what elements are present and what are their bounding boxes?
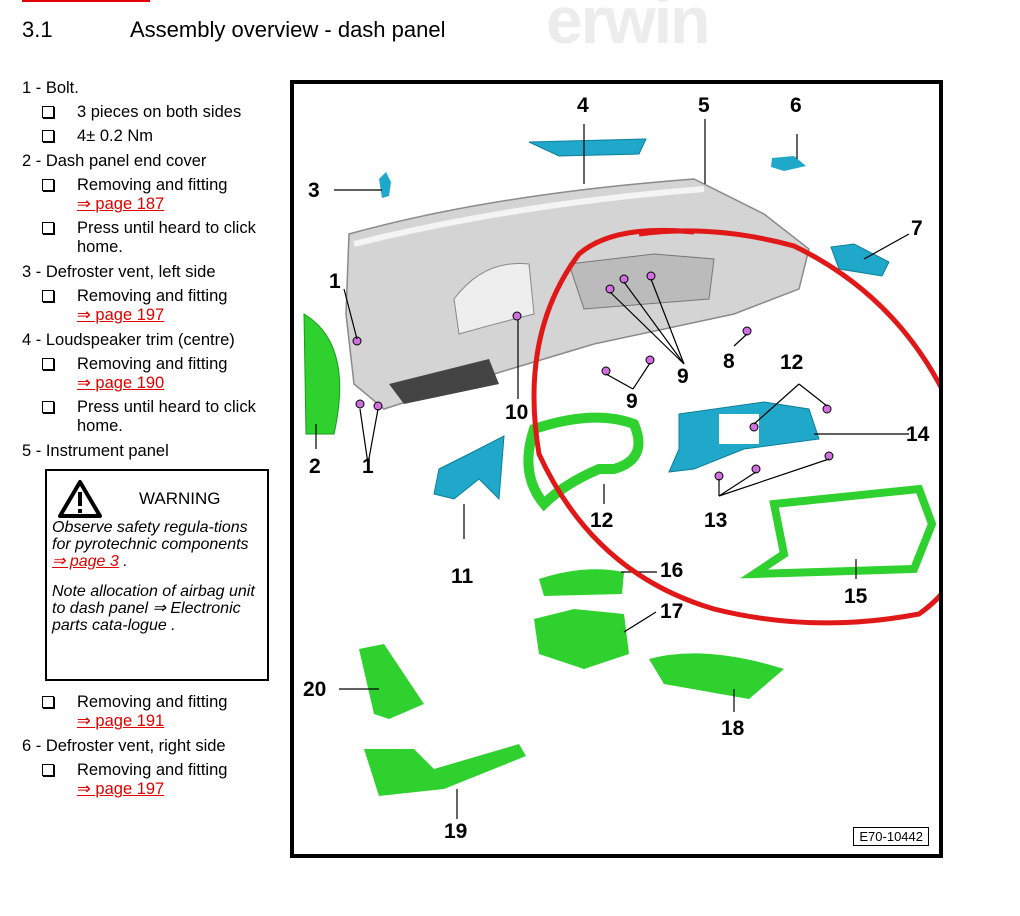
checkbox-icon xyxy=(42,179,54,191)
callout-3: 3 xyxy=(308,179,320,202)
figure-id: E70-10442 xyxy=(853,827,929,846)
section-title: Assembly overview - dash panel xyxy=(130,17,446,42)
bolt-icon xyxy=(749,422,759,432)
warning-box: WARNING Observe safety regula-tions for … xyxy=(45,469,269,681)
page-link-190[interactable]: ⇒ page 190 xyxy=(77,374,165,392)
checkbox-icon xyxy=(42,696,54,708)
bolt-icon xyxy=(646,271,656,281)
callout-1-upper: 1 xyxy=(329,270,341,293)
section-number: 3.1 xyxy=(22,17,53,42)
bolt-icon xyxy=(605,284,615,294)
checkbox-icon xyxy=(42,401,54,413)
vent-right-part xyxy=(830,243,890,277)
part-item-6: 6 - Defroster vent, right side Removing … xyxy=(22,737,287,799)
previous-page-link[interactable] xyxy=(22,0,150,2)
checkbox-icon xyxy=(42,222,54,234)
callout-17: 17 xyxy=(660,600,684,623)
part-item-4: 4 - Loudspeaker trim (centre) Removing a… xyxy=(22,331,287,436)
page-link-197[interactable]: ⇒ page 197 xyxy=(77,306,165,324)
bolt-icon xyxy=(512,311,522,321)
callout-11: 11 xyxy=(451,565,474,588)
warning-text: Observe safety regula-tions for pyrotech… xyxy=(52,519,255,634)
callout-14: 14 xyxy=(906,423,930,446)
bolt-icon xyxy=(742,326,752,336)
footwell-trim-long-part xyxy=(364,744,526,796)
page-link-3[interactable]: ⇒ page 3 xyxy=(52,553,119,570)
steering-column-lower-trim xyxy=(534,609,629,669)
callout-12-upper: 12 xyxy=(780,351,804,374)
part-item-3: 3 - Defroster vent, left side Removing a… xyxy=(22,263,287,325)
bolt-icon xyxy=(601,366,611,376)
bolt-icon xyxy=(822,404,832,414)
bolt-icon xyxy=(714,471,724,481)
callout-2: 2 xyxy=(309,455,321,478)
vent-left-part xyxy=(433,435,505,501)
callout-12-lower: 12 xyxy=(590,509,614,532)
bolt-icon xyxy=(619,274,629,284)
callout-20: 20 xyxy=(303,678,327,701)
dash-panel-body xyxy=(345,178,810,410)
checkbox-icon xyxy=(42,130,54,142)
checkbox-icon xyxy=(42,764,54,776)
end-cover-part xyxy=(303,313,341,435)
callout-1-lower: 1 xyxy=(362,455,374,478)
page-link-187[interactable]: ⇒ page 187 xyxy=(77,195,165,213)
callout-8: 8 xyxy=(723,350,735,373)
instrument-cluster-trim-part xyxy=(523,412,644,512)
defroster-vent-left-part xyxy=(379,172,391,198)
centre-console-opening xyxy=(568,253,715,310)
red-annotation-circle xyxy=(531,227,939,626)
callout-19: 19 xyxy=(444,820,468,843)
callout-16: 16 xyxy=(660,559,684,582)
callout-9-upper: 9 xyxy=(677,365,689,388)
checkbox-icon xyxy=(42,358,54,370)
defroster-vent-right-part xyxy=(771,156,806,171)
page-link-197[interactable]: ⇒ page 197 xyxy=(77,780,165,798)
bolt-icon xyxy=(373,401,383,411)
steering-column-upper-trim xyxy=(539,569,624,596)
callout-15: 15 xyxy=(844,585,868,608)
page-link-191[interactable]: ⇒ page 191 xyxy=(77,712,165,730)
callout-4: 4 xyxy=(577,94,589,117)
callout-10: 10 xyxy=(505,401,529,424)
callout-7: 7 xyxy=(911,217,923,240)
checkbox-icon xyxy=(42,106,54,118)
watermark-logo: erwin xyxy=(546,0,710,57)
bolt-icon xyxy=(355,399,365,409)
knee-bolster-part xyxy=(649,653,784,699)
diagram-drawing xyxy=(303,119,939,819)
callout-13: 13 xyxy=(704,509,728,532)
bolt-icon xyxy=(824,451,834,461)
parts-list: 1 - Bolt. 3 pieces on both sides 4± 0.2 … xyxy=(22,79,287,805)
part-item-1: 1 - Bolt. 3 pieces on both sides 4± 0.2 … xyxy=(22,79,242,145)
callout-6: 6 xyxy=(790,94,802,117)
centre-trim-frame-part xyxy=(740,484,937,579)
bolt-icon xyxy=(645,355,655,365)
part-item-5: 5 - Instrument panel WARNING Observe saf… xyxy=(22,442,287,731)
warning-triangle-icon xyxy=(58,480,102,518)
loudspeaker-trim-part xyxy=(528,138,647,157)
part-item-2: 2 - Dash panel end cover Removing and fi… xyxy=(22,152,287,257)
callout-18: 18 xyxy=(721,717,745,740)
callout-5: 5 xyxy=(698,94,710,117)
exploded-diagram: 3 4 5 6 7 1 8 9 9 12 10 14 2 1 12 13 11 … xyxy=(290,80,943,858)
bolt-icon xyxy=(751,464,761,474)
callout-9-lower: 9 xyxy=(626,390,638,413)
checkbox-icon xyxy=(42,290,54,302)
footwell-trim-left-part xyxy=(359,644,424,719)
warning-title: WARNING xyxy=(139,489,221,508)
